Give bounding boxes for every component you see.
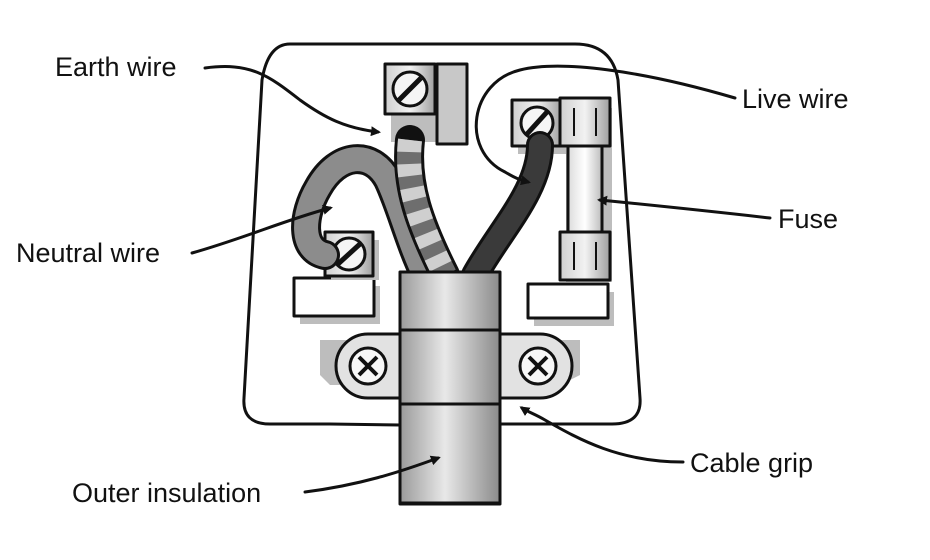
arrow-icon	[203, 65, 381, 137]
screw-icon	[348, 346, 388, 386]
neutral-terminal	[292, 230, 380, 324]
earth-terminal	[383, 62, 469, 146]
screw-icon	[391, 70, 429, 108]
label-neutral-wire: Neutral wire	[16, 238, 160, 268]
label-outer-insulation: Outer insulation	[72, 478, 261, 508]
label-fuse: Fuse	[778, 204, 838, 234]
cable-lower	[398, 402, 502, 506]
right-base-block	[526, 282, 614, 326]
arrow-icon	[303, 455, 441, 494]
fuse	[558, 96, 612, 282]
live-wire	[461, 131, 554, 289]
arrow-icon	[190, 204, 333, 255]
label-live-wire: Live wire	[742, 84, 849, 114]
arrow-icon	[597, 195, 772, 220]
cable-middle	[398, 328, 502, 406]
arrow-icon	[474, 64, 737, 186]
neutral-wire	[291, 144, 440, 290]
label-cable-grip: Cable grip	[690, 448, 813, 478]
earth-wire	[394, 125, 460, 290]
label-earth-wire: Earth wire	[55, 52, 177, 82]
screw-icon	[518, 346, 558, 386]
arrow-icon	[519, 406, 685, 464]
